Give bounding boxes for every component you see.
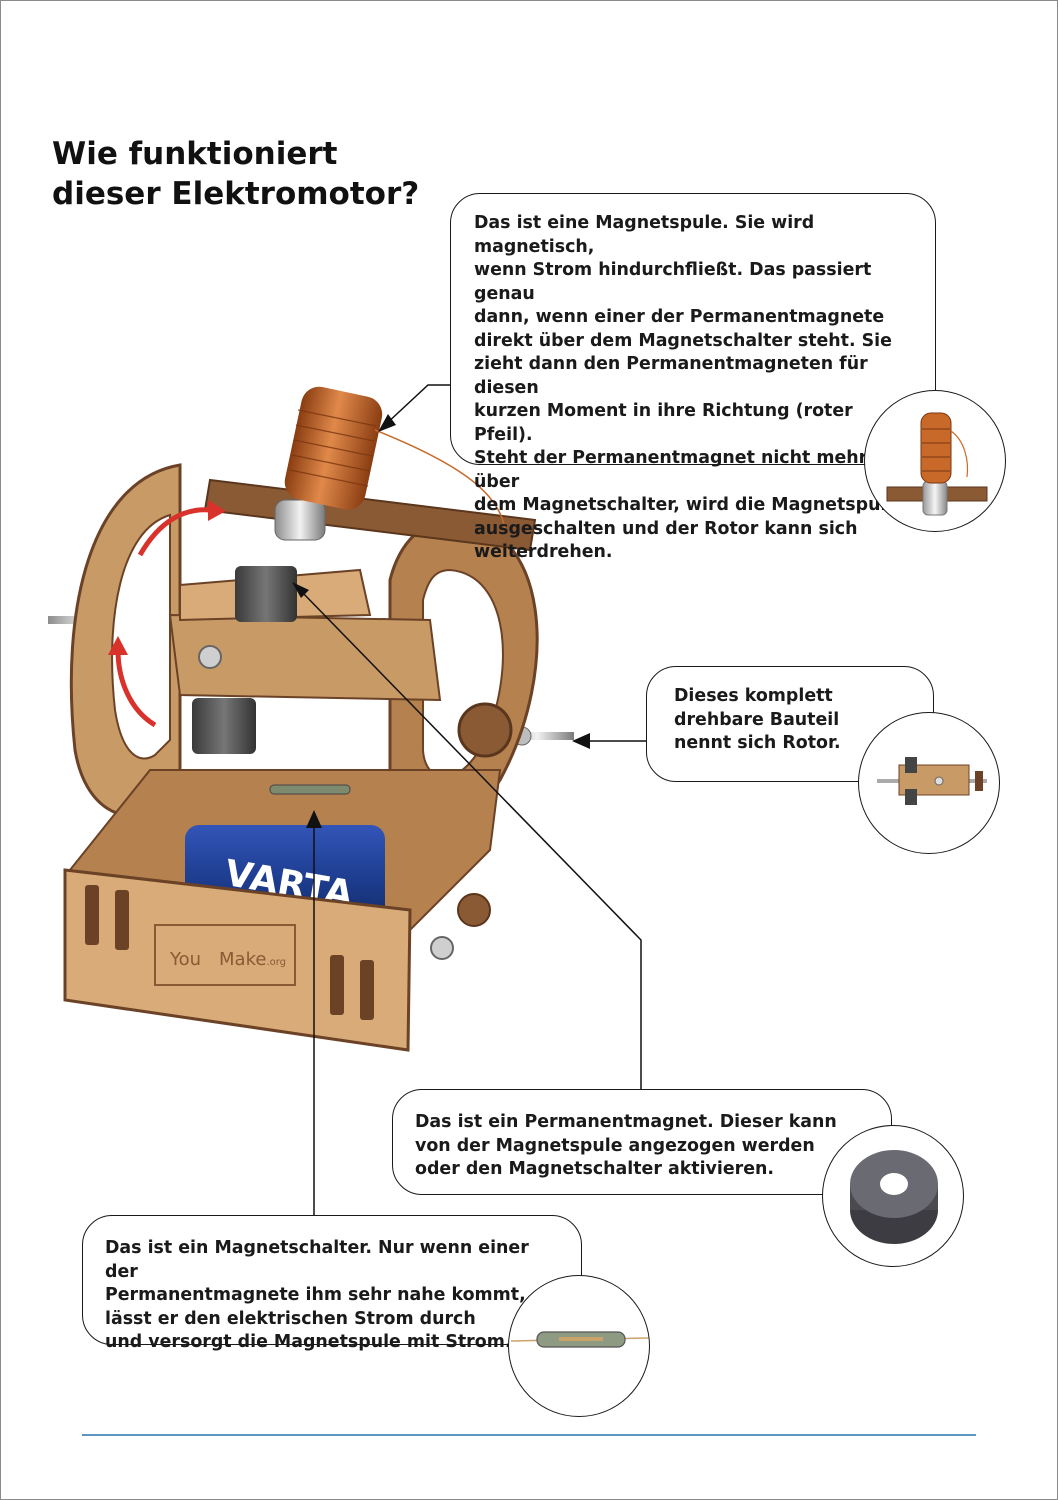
callout-coil-text: Das ist eine Magnetspule. Sie wird magne…: [474, 213, 899, 562]
title-line-2: dieser Elektromotor?: [52, 176, 420, 212]
top-bar: [203, 478, 537, 552]
callout-magnet-text: Das ist ein Permanentmagnet. Dieser kann…: [415, 1112, 837, 1179]
title-line-1: Wie funktioniert: [52, 136, 338, 172]
thumb-rotor: [858, 712, 1000, 854]
reed-switch: [269, 784, 351, 795]
thumb-switch: [508, 1275, 650, 1417]
callout-rotor-text: Dieses komplett drehbare Bauteil nennt s…: [674, 686, 841, 753]
callout-switch: Das ist ein Magnetschalter. Nur wenn ein…: [82, 1215, 582, 1352]
footer-divider: [82, 1434, 976, 1436]
callout-switch-text: Das ist ein Magnetschalter. Nur wenn ein…: [105, 1238, 529, 1352]
rotation-arrow-top: [137, 507, 211, 557]
coil-wire: [374, 429, 506, 531]
coil-steel-base: [274, 499, 326, 541]
terminal-screw: [430, 936, 454, 960]
callout-coil: Das ist eine Magnetspule. Sie wird magne…: [450, 193, 936, 562]
rotor-hub-right: [457, 702, 513, 758]
thumb-magnet: [822, 1125, 964, 1267]
rotation-arrow-bottom: [115, 649, 157, 728]
thumb-coil: [864, 390, 1006, 532]
callout-magnet: Das ist ein Permanentmagnet. Dieser kann…: [392, 1089, 892, 1195]
permanent-magnet-upper: [235, 566, 297, 622]
permanent-magnet-lower: [192, 698, 256, 754]
page-title: Wie funktioniert dieser Elektromotor?: [52, 134, 419, 214]
rotor-nut: [198, 645, 222, 669]
